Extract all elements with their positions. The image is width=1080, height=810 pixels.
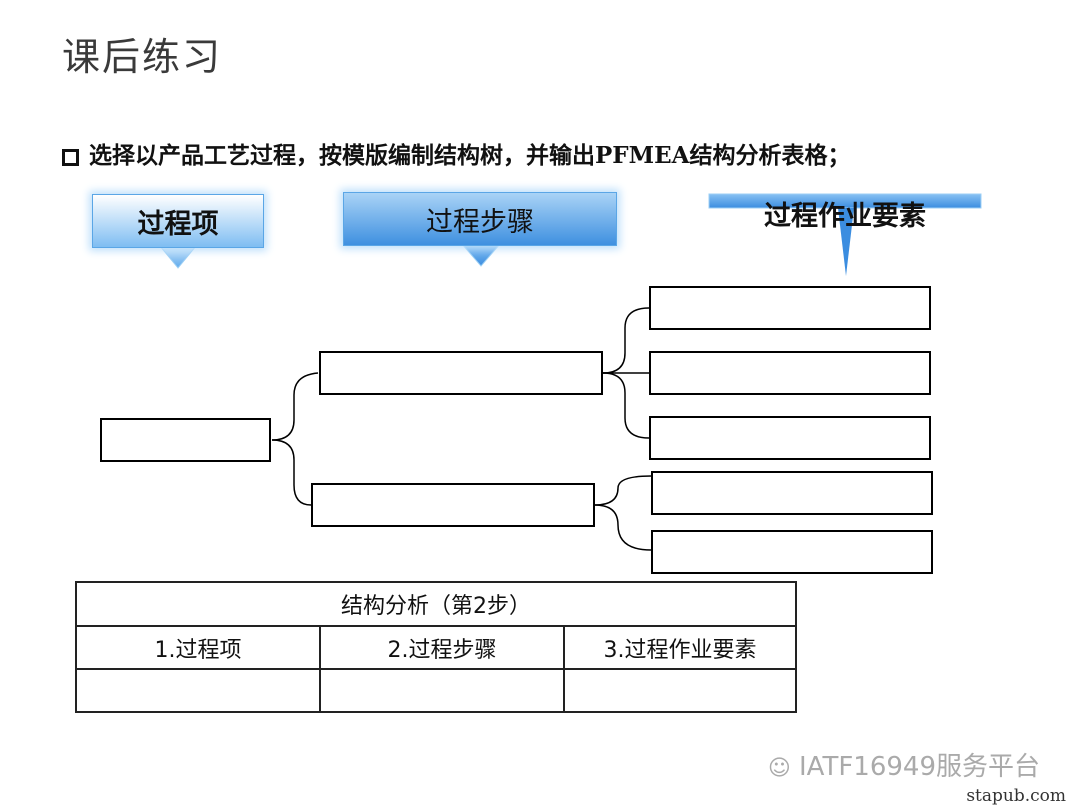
table-header: 结构分析（第2步） [75,581,797,627]
bullet-square-icon [62,149,79,166]
instruction-text: 选择以产品工艺过程，按模版编制结构树，并输出PFMEA结构分析表格； [89,142,851,169]
down-arrow-icon [158,245,198,269]
label-process-item: 过程项 [92,194,264,248]
tree-box-work-element-2[interactable] [649,351,931,395]
watermark: ☺ IATF16949服务平台 [768,746,1040,783]
tree-box-work-element-5[interactable] [651,530,933,574]
table-cell[interactable] [563,668,797,713]
down-arrow-icon [460,243,502,267]
tree-box-process-item[interactable] [100,418,271,462]
instruction: 选择以产品工艺过程，按模版编制结构树，并输出PFMEA结构分析表格； [62,136,850,170]
label-process-step: 过程步骤 [343,192,617,246]
label-process-item-text: 过程项 [137,208,219,240]
tree-box-work-element-4[interactable] [651,471,933,515]
wechat-icon: ☺ [767,756,791,781]
tree-box-process-step-2[interactable] [311,483,595,527]
tree-box-work-element-1[interactable] [649,286,931,330]
down-arrow-icon [838,208,854,276]
slide-title: 课后练习 [62,35,223,79]
label-work-element: 过程作业要素 [709,194,981,240]
label-process-step-text: 过程步骤 [426,206,534,238]
label-work-element-text: 过程作业要素 [764,201,926,232]
table-cell[interactable] [319,668,565,713]
table-column-header: 3.过程作业要素 [563,625,797,670]
structure-analysis-table: 结构分析（第2步） 1.过程项 2.过程步骤 3.过程作业要素 [75,581,797,713]
tree-box-work-element-3[interactable] [649,416,931,460]
watermark-site: stapub.com [966,786,1066,806]
tree-box-process-step-1[interactable] [319,351,603,395]
watermark-text: IATF16949服务平台 [799,752,1040,782]
table-column-header: 1.过程项 [75,625,321,670]
table-row [75,668,797,713]
table-column-header: 2.过程步骤 [319,625,565,670]
table-cell[interactable] [75,668,321,713]
tree-connectors [271,307,652,551]
